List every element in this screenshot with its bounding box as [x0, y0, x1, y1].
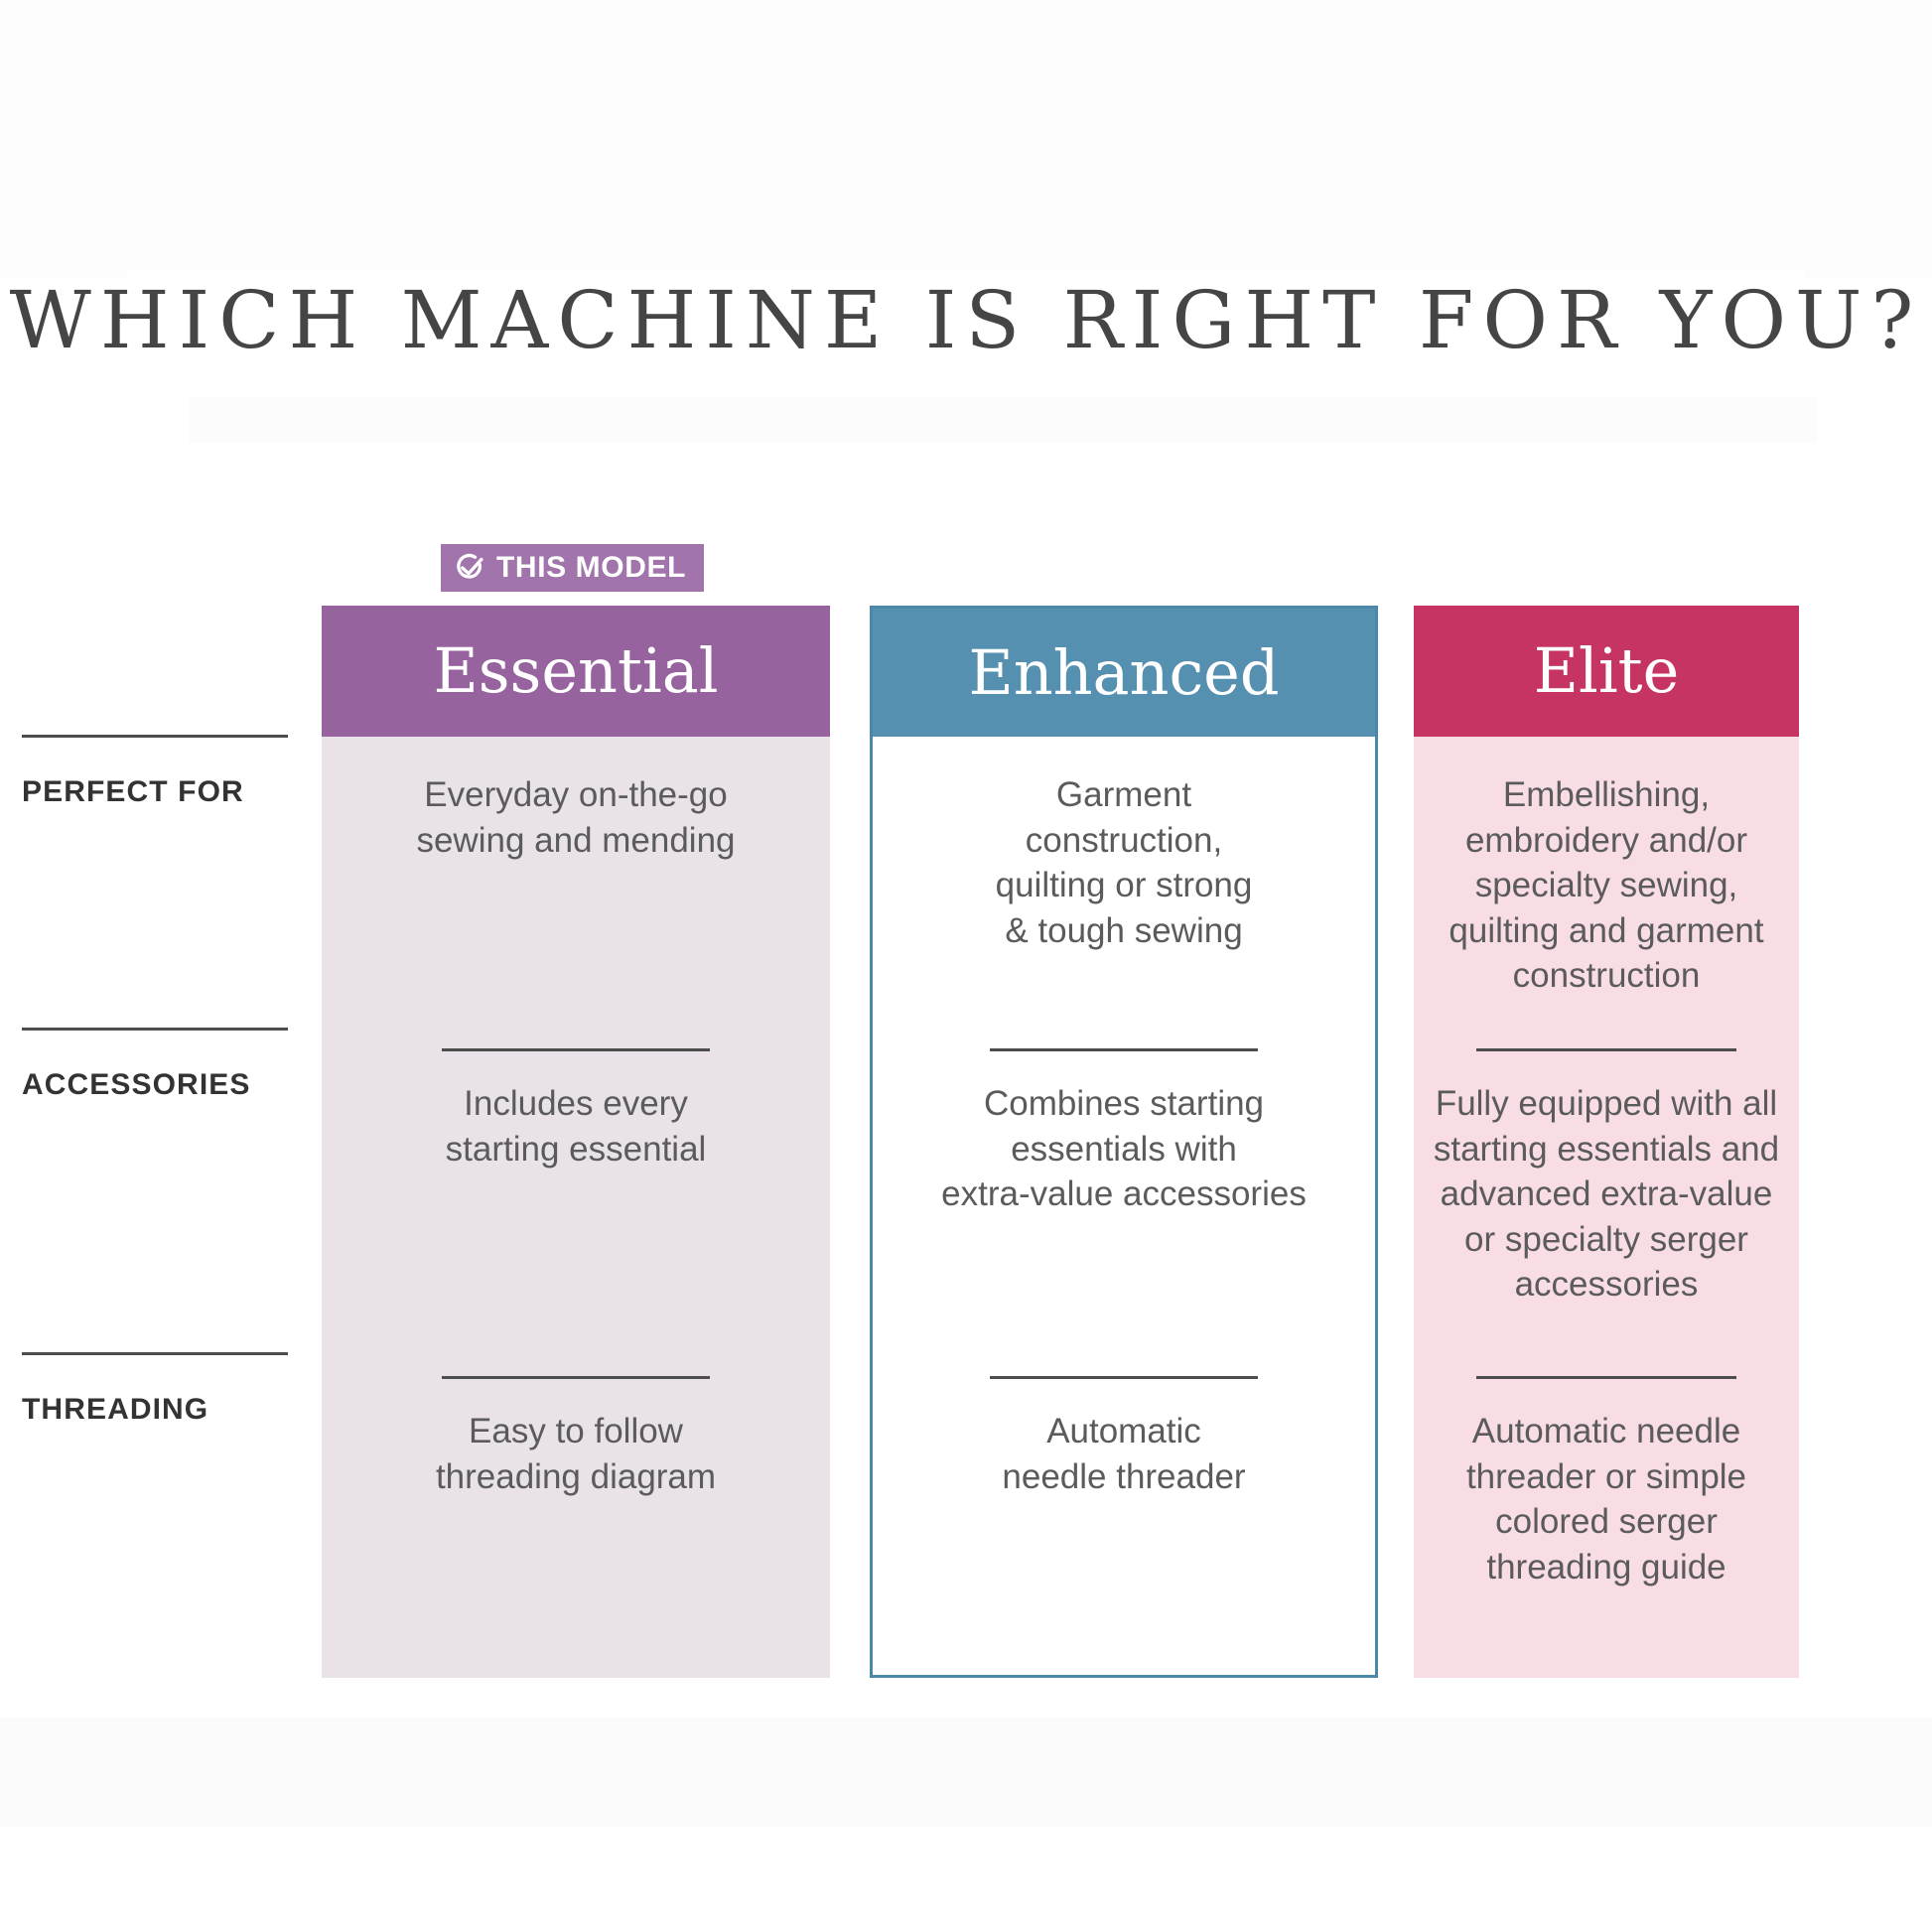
cell-text: Garment construction, quilting or strong…: [995, 775, 1253, 950]
cell-divider: [1476, 1376, 1736, 1379]
column-enhanced[interactable]: Enhanced Garment construction, quilting …: [870, 606, 1378, 1678]
check-circle-icon: [455, 553, 484, 583]
cell-essential-accessories: Includes every starting essential: [322, 1048, 830, 1376]
top-background-band: [0, 0, 1932, 278]
row-label-perfect-for: PERFECT FOR: [22, 735, 320, 809]
row-label-divider: [22, 1028, 288, 1031]
this-model-badge: THIS MODEL: [441, 544, 704, 592]
cell-enhanced-threading: Automatic needle threader: [873, 1376, 1375, 1674]
column-body-elite: Embellishing, embroidery and/or specialt…: [1414, 737, 1799, 1678]
cell-text: Easy to follow threading diagram: [435, 1412, 717, 1496]
title-background-band: [127, 270, 1805, 397]
cell-elite-threading: Automatic needle threader or simple colo…: [1414, 1376, 1799, 1674]
bottom-background-band: [0, 1718, 1932, 1827]
subtitle-background-band: [189, 397, 1817, 443]
cell-enhanced-perfect-for: Garment construction, quilting or strong…: [873, 772, 1375, 1048]
row-label-accessories: ACCESSORIES: [22, 1028, 320, 1102]
cell-divider: [1476, 1048, 1736, 1051]
row-label-divider: [22, 1352, 288, 1355]
cell-elite-accessories: Fully equipped with all starting essenti…: [1414, 1048, 1799, 1376]
column-header-elite: Elite: [1414, 606, 1799, 737]
column-elite[interactable]: Elite Embellishing, embroidery and/or sp…: [1414, 606, 1799, 1678]
column-header-essential: Essential: [322, 606, 830, 737]
row-label-divider: [22, 735, 288, 738]
row-label-text: ACCESSORIES: [22, 1068, 251, 1101]
cell-text: Embellishing, embroidery and/or specialt…: [1449, 775, 1764, 995]
cell-enhanced-accessories: Combines starting essentials with extra-…: [873, 1048, 1375, 1376]
column-body-essential: Everyday on-the-go sewing and mending In…: [322, 737, 830, 1678]
cell-divider: [990, 1048, 1258, 1051]
cell-text: Fully equipped with all starting essenti…: [1433, 1084, 1780, 1304]
row-label-text: THREADING: [22, 1393, 209, 1426]
cell-text: Automatic needle threader: [1002, 1412, 1246, 1496]
column-header-enhanced: Enhanced: [870, 606, 1378, 737]
row-label-threading: THREADING: [22, 1352, 320, 1427]
cell-text: Includes every starting essential: [445, 1084, 707, 1169]
cell-divider: [442, 1376, 710, 1379]
this-model-badge-label: THIS MODEL: [496, 551, 686, 584]
cell-text: Everyday on-the-go sewing and mending: [416, 775, 736, 860]
cell-text: Automatic needle threader or simple colo…: [1465, 1412, 1747, 1587]
column-essential[interactable]: Essential Everyday on-the-go sewing and …: [322, 606, 830, 1678]
cell-text: Combines starting essentials with extra-…: [941, 1084, 1307, 1213]
cell-divider: [990, 1376, 1258, 1379]
cell-divider: [442, 1048, 710, 1051]
cell-elite-perfect-for: Embellishing, embroidery and/or specialt…: [1414, 772, 1799, 1048]
page-title: WHICH MACHINE IS RIGHT FOR YOU?: [9, 274, 1923, 366]
column-body-enhanced: Garment construction, quilting or strong…: [870, 737, 1378, 1678]
cell-essential-threading: Easy to follow threading diagram: [322, 1376, 830, 1674]
cell-essential-perfect-for: Everyday on-the-go sewing and mending: [322, 772, 830, 1048]
row-label-text: PERFECT FOR: [22, 775, 244, 808]
